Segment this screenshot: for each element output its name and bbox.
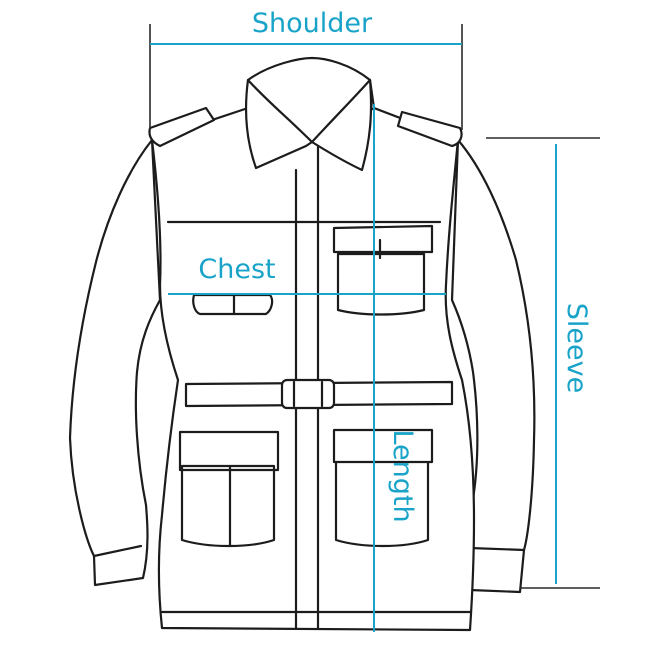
left-sleeve xyxy=(68,138,162,587)
collar-left xyxy=(244,78,314,170)
lower-left-pocket xyxy=(178,430,280,548)
lower-right-pocket xyxy=(332,428,434,548)
right-chest-pocket xyxy=(332,224,434,316)
shoulder-label: Shoulder xyxy=(252,8,373,39)
chest-label: Chest xyxy=(198,254,275,285)
sleeve-measure xyxy=(486,137,600,589)
belt-buckle-bar xyxy=(292,380,324,408)
collar-right xyxy=(310,78,373,172)
right-epaulette xyxy=(396,110,463,148)
left-chest-pocket xyxy=(192,293,274,316)
length-label: Length xyxy=(387,429,418,522)
jacket-illustration xyxy=(68,56,536,632)
left-cuff xyxy=(92,544,143,558)
sleeve-label: Sleeve xyxy=(561,303,592,393)
jacket-body xyxy=(150,106,476,632)
shoulder-measure xyxy=(149,24,463,130)
belt xyxy=(184,380,454,408)
belt-buckle xyxy=(280,378,336,410)
right-cuff xyxy=(468,546,526,552)
right-sleeve xyxy=(450,138,536,594)
left-epaulette xyxy=(148,106,216,148)
